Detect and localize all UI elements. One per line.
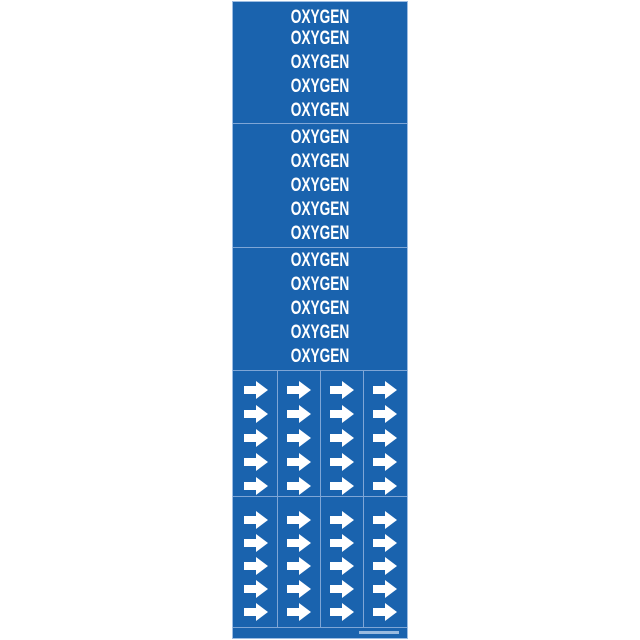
label-word: OXYGEN [290,76,350,97]
label-word: OXYGEN [290,250,350,271]
arrow-right-icon [373,511,397,529]
label-word: OXYGEN [290,199,350,220]
label-word: OXYGEN [290,127,350,148]
arrow-right-icon [244,580,268,598]
arrow-right-icon [287,534,311,552]
arrow-right-icon [244,511,268,529]
arrow-right-icon [244,453,268,471]
arrow-right-icon [373,580,397,598]
arrow-right-icon [287,381,311,399]
label-word: OXYGEN [290,298,350,319]
arrow-right-icon [373,429,397,447]
arrow-right-icon [244,381,268,399]
brand-logo [359,631,399,634]
arrow-right-icon [244,534,268,552]
label-word: OXYGEN [290,151,350,172]
column-divider [277,497,278,627]
label-word: OXYGEN [290,52,350,73]
arrow-right-icon [330,580,354,598]
arrow-right-icon [330,477,354,495]
arrow-right-icon [330,405,354,423]
arrow-right-icon [244,429,268,447]
pipe-marker-card: OXYGEN OXYGEN OXYGEN OXYGEN OXYGEN OXYGE… [233,2,407,638]
arrow-right-icon [373,405,397,423]
column-divider [320,497,321,627]
arrow-right-icon [330,557,354,575]
arrow-right-icon [244,477,268,495]
column-divider [363,497,364,627]
arrow-right-icon [244,405,268,423]
arrow-right-icon [244,603,268,621]
arrow-right-icon [373,477,397,495]
label-word: OXYGEN [290,322,350,343]
arrow-right-icon [330,429,354,447]
label-word: OXYGEN [290,175,350,196]
text-section-1: OXYGEN OXYGEN OXYGEN OXYGEN OXYGEN [233,2,407,124]
arrow-right-icon [330,453,354,471]
arrow-right-icon [373,603,397,621]
label-word: OXYGEN [290,223,350,244]
footer-strip [233,628,407,638]
arrow-right-icon [330,534,354,552]
arrow-right-icon [373,534,397,552]
column-divider [320,371,321,496]
arrow-right-icon [287,453,311,471]
arrow-right-icon [373,453,397,471]
arrow-right-icon [330,511,354,529]
arrow-right-icon [287,557,311,575]
arrow-right-icon [373,381,397,399]
arrow-right-icon [287,580,311,598]
text-section-2: OXYGEN OXYGEN OXYGEN OXYGEN OXYGEN [233,124,407,248]
arrow-right-icon [330,603,354,621]
arrow-right-icon [287,603,311,621]
arrow-section-2 [233,497,407,628]
arrow-right-icon [287,511,311,529]
label-word: OXYGEN [290,7,350,28]
text-section-3: OXYGEN OXYGEN OXYGEN OXYGEN OXYGEN [233,248,407,371]
label-word: OXYGEN [290,346,350,367]
arrow-right-icon [287,477,311,495]
arrow-right-icon [287,429,311,447]
arrow-section-1 [233,371,407,497]
label-word: OXYGEN [290,274,350,295]
arrow-right-icon [373,557,397,575]
arrow-right-icon [287,405,311,423]
column-divider [363,371,364,496]
label-word: OXYGEN [290,28,350,49]
column-divider [277,371,278,496]
arrow-right-icon [330,381,354,399]
arrow-right-icon [244,557,268,575]
label-word: OXYGEN [290,100,350,121]
